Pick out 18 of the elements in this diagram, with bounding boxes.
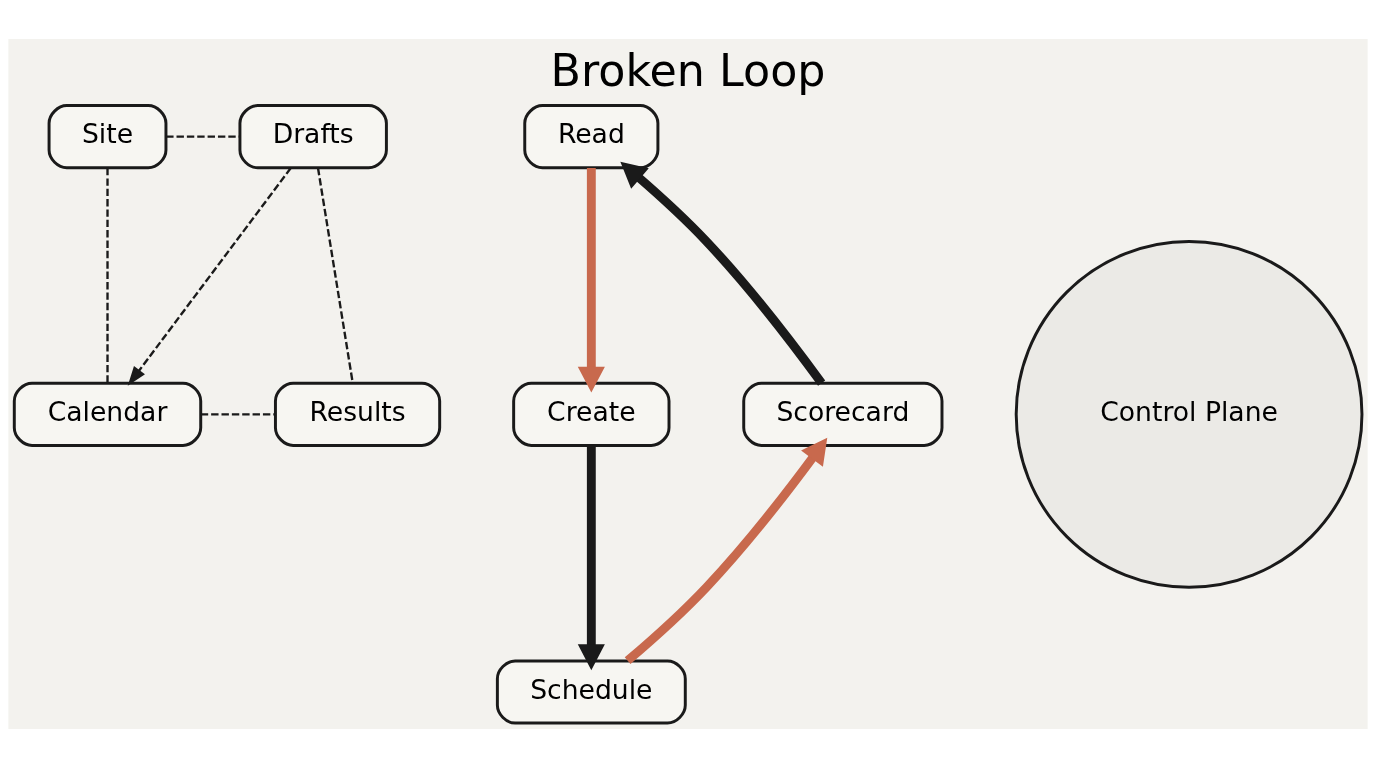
arrow: [620, 161, 826, 386]
node-box: Site: [47, 104, 168, 170]
node-box: Calendar: [12, 381, 203, 447]
connector: [166, 135, 240, 138]
node-box: Create: [512, 381, 671, 447]
diagram-title: Broken Loop: [550, 45, 826, 97]
connector: [200, 413, 275, 416]
arrow: [577, 168, 605, 393]
node-box: Results: [273, 381, 442, 447]
connector: [106, 168, 109, 383]
arrow: [577, 445, 605, 671]
node-box: Drafts: [238, 104, 388, 170]
node-box: Schedule: [495, 659, 687, 725]
node-circle: Control Plane: [1014, 239, 1364, 589]
node-box: Read: [523, 104, 660, 170]
arrow: [127, 167, 292, 386]
node-box: Scorecard: [742, 381, 944, 447]
arrow: [624, 437, 828, 665]
